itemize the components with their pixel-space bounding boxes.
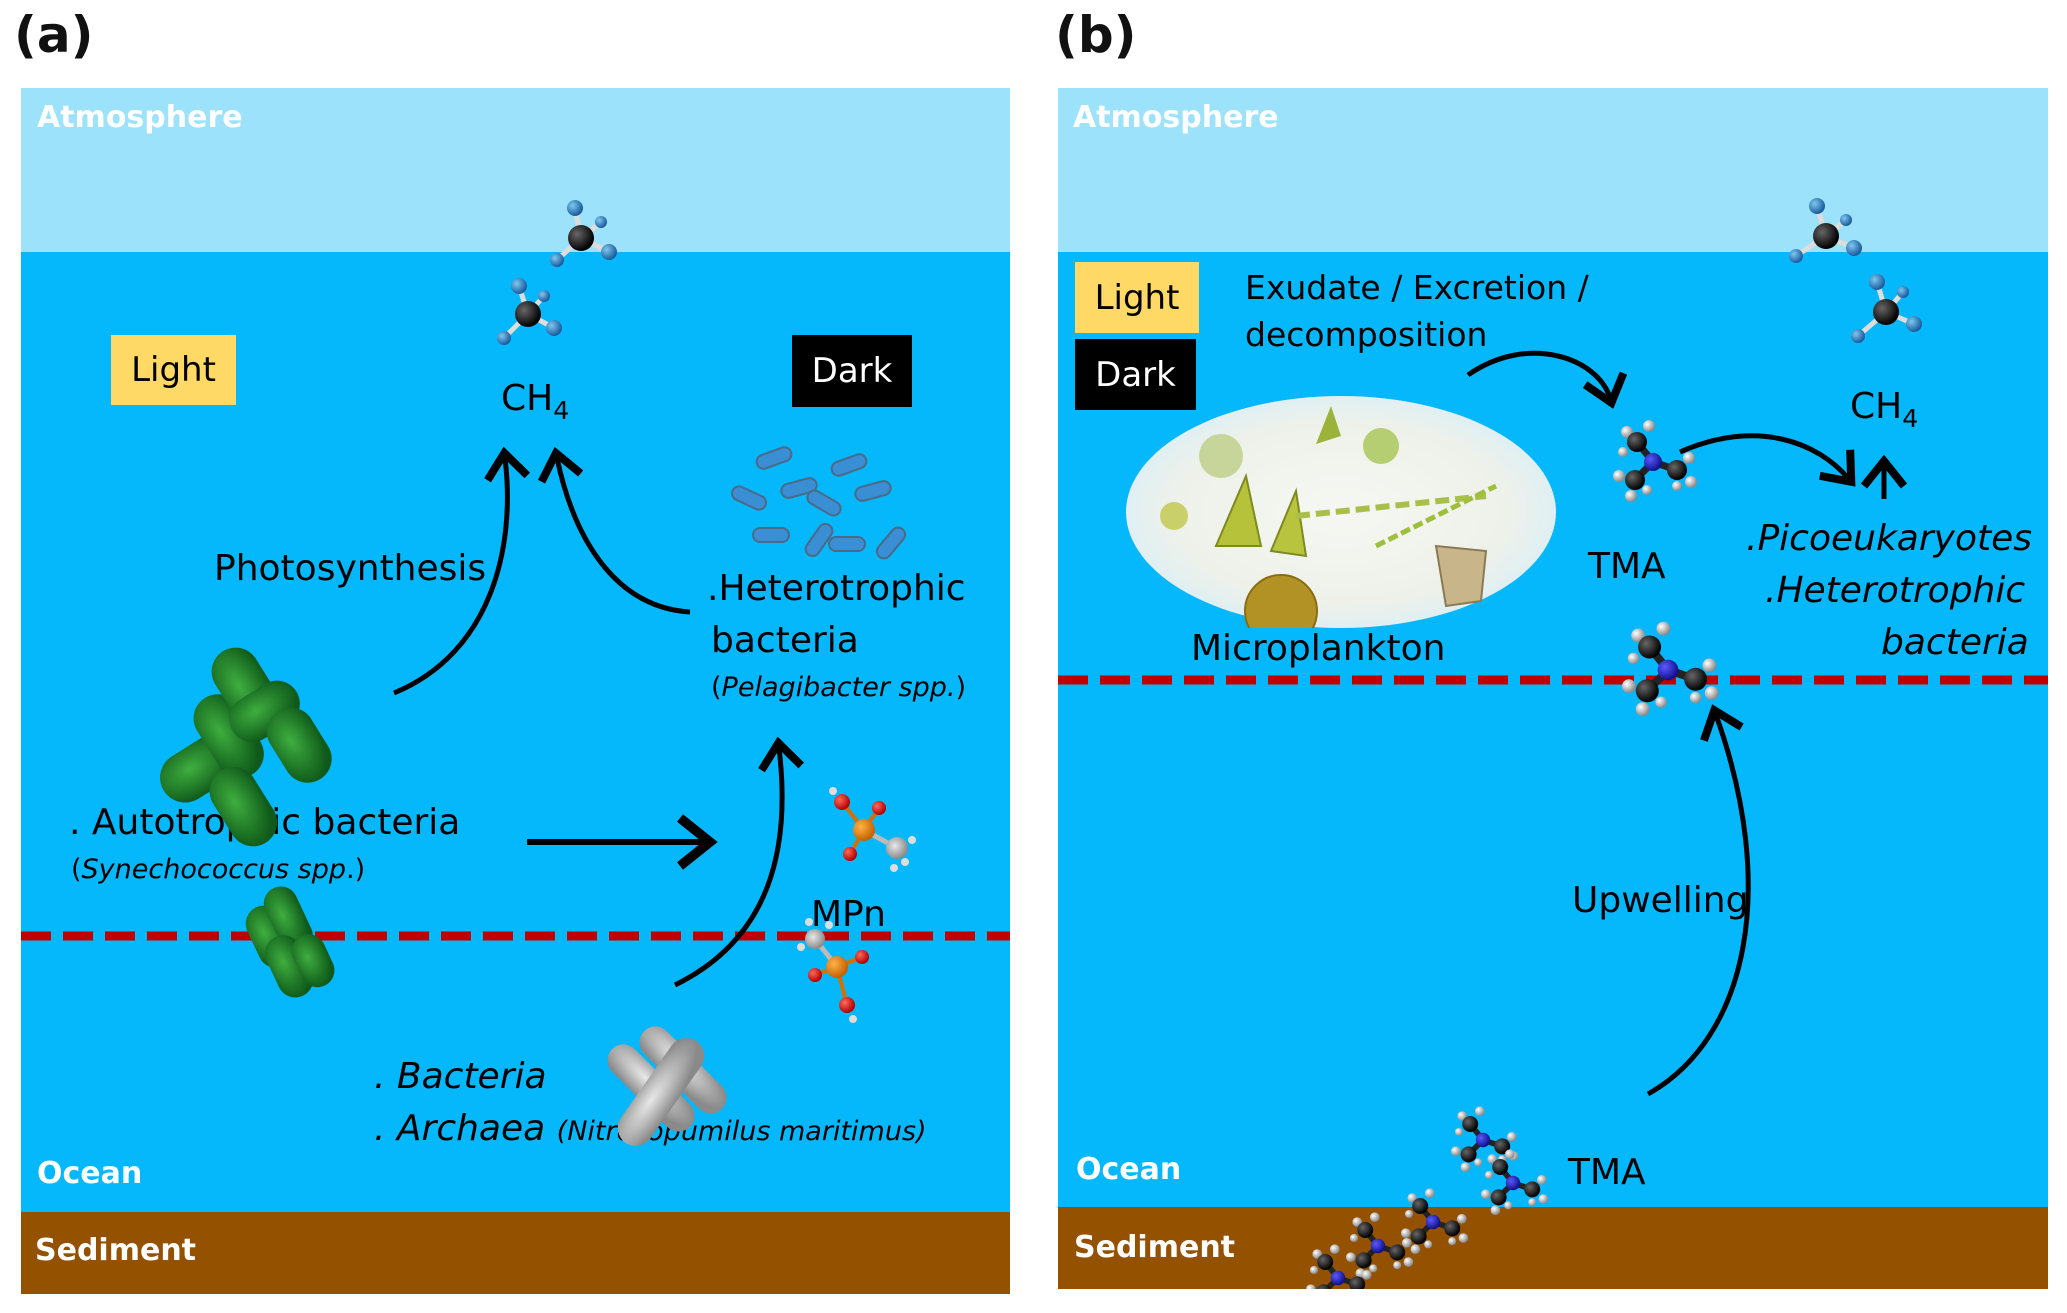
methane-label: CH4: [1850, 386, 1919, 433]
upwelling-label: Upwelling: [1572, 880, 1749, 921]
heterotrophic-label-line2: bacteria: [711, 620, 859, 661]
tma-molecule-icon: [1346, 1212, 1413, 1278]
heterotrophic-to-methane-arrow: [537, 446, 691, 615]
methane-molecule-icon: [1789, 198, 1862, 263]
synechococcus-species-label: (Synechococcus spp.): [71, 854, 366, 885]
bacteria-label: . Bacteria: [374, 1056, 547, 1097]
dark-badge: Dark: [792, 335, 912, 407]
ocean-zone: [1058, 252, 2048, 1207]
panel-b-graphics: [1058, 198, 2048, 1289]
methane-label: CH4: [501, 378, 570, 425]
archaea-rod-icon: [607, 1026, 727, 1147]
tma-molecule-icon: [1451, 1106, 1518, 1172]
tma-upper-label: TMA: [1588, 546, 1666, 587]
panel-a: Atmosphere Ocean Sediment Light Dark CH4…: [21, 88, 1010, 1294]
panel-b: Atmosphere Ocean Sediment Light Dark Exu…: [1058, 88, 2048, 1289]
mpn-label: MPn: [811, 894, 886, 935]
sediment-zone: [1058, 1207, 2048, 1289]
exudate-label-line2: decomposition: [1245, 315, 1488, 354]
mpn-molecule-icon: [797, 918, 869, 1023]
microplankton-image-icon: [1126, 396, 1556, 648]
pelagibacter-species-label: (Pelagibacter spp.): [711, 672, 967, 703]
atmosphere-label: Atmosphere: [37, 100, 243, 135]
sediment-zone: [21, 1212, 1010, 1294]
sediment-label: Sediment: [35, 1233, 197, 1268]
panel-b-label: (b): [1055, 6, 1137, 64]
methane-molecule-icon: [550, 200, 617, 267]
archaea-to-heterotrophic-arrow: [673, 736, 805, 988]
methane-molecule-icon: [1851, 274, 1922, 343]
photosynthesis-label: Photosynthesis: [214, 548, 487, 589]
ocean-label: Ocean: [1076, 1152, 1182, 1187]
microplankton-label: Microplankton: [1191, 628, 1446, 669]
tma-to-producers-arrow: [1679, 433, 1856, 487]
tma-molecule-icon: [1613, 420, 1697, 502]
sediment-label: Sediment: [1074, 1230, 1236, 1265]
ocean-label: Ocean: [37, 1156, 143, 1191]
ocean-zone: [21, 252, 1010, 1212]
synechococcus-cell-icon: [160, 647, 332, 847]
mpn-molecule-icon: [829, 787, 916, 872]
tma-lower-label: TMA: [1568, 1152, 1646, 1193]
dark-badge: Dark: [1075, 339, 1196, 410]
heterotrophic-label: .Heterotrophic: [1765, 570, 2026, 611]
upwelling-arrow: [1646, 704, 1751, 1097]
light-badge: Light: [111, 335, 236, 405]
pelagibacter-cells-icon: [731, 446, 907, 560]
exudate-to-tma-arrow: [1466, 350, 1628, 409]
atmosphere-zone: [1058, 88, 2048, 252]
atmosphere-zone: [21, 88, 1010, 252]
picoeukaryotes-label: .Picoeukaryotes: [1746, 518, 2032, 559]
photosynthesis-arrow: [393, 446, 531, 696]
panel-a-label: (a): [14, 6, 94, 64]
light-badge: Light: [1075, 262, 1199, 333]
synechococcus-cell-icon: [245, 886, 335, 998]
heterotrophic-label-line1: .Heterotrophic: [707, 568, 966, 609]
tma-molecule-icon: [1622, 622, 1719, 716]
atmosphere-label: Atmosphere: [1073, 100, 1279, 135]
bacteria-label: bacteria: [1881, 622, 2029, 663]
methane-molecule-icon: [497, 278, 562, 345]
panel-a-graphics: [21, 200, 1010, 1147]
exudate-label-line1: Exudate / Excretion /: [1245, 268, 1589, 307]
